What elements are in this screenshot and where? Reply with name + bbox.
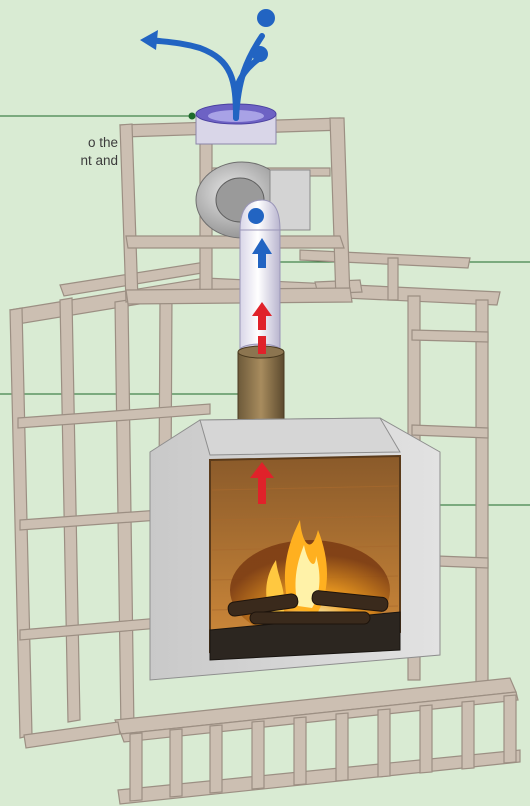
callout-text-exhaust: o the nt and	[0, 134, 118, 170]
vent-pipe	[240, 200, 280, 356]
flue-collar	[238, 346, 284, 424]
